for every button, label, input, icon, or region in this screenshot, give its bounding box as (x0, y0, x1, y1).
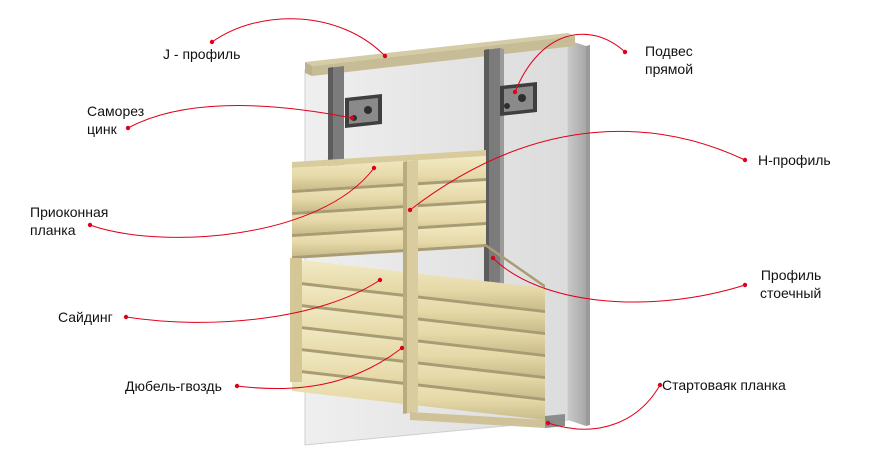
leader-siding (125, 279, 381, 323)
leader-dowel (236, 347, 403, 390)
leader-starter (547, 384, 661, 430)
label-window-strip-line2: планка (30, 222, 76, 238)
label-hanger: Подвес прямой (645, 42, 693, 78)
siding-upper (292, 156, 486, 259)
leader-h-profile (409, 131, 746, 211)
leader-screw (127, 105, 353, 129)
label-starter-strip: Стартоваяк планка (662, 377, 786, 393)
label-window-strip-line1: Приоконная (30, 204, 109, 220)
label-screw-line1: Саморез (87, 103, 145, 119)
leader-window-strip (89, 167, 375, 238)
leader-hanger (514, 33, 626, 93)
leader-dots (87, 39, 748, 426)
label-screw-line2: цинк (87, 121, 117, 137)
hanger-brackets (345, 82, 537, 128)
label-stud-profile: Профиль стоечный (760, 266, 821, 302)
label-stud-profile-line2: стоечный (760, 285, 822, 301)
label-j-profile: J - профиль (163, 46, 241, 62)
label-hanger-line1: Подвес (645, 43, 693, 59)
vertical-trims (290, 160, 418, 414)
window-strip (292, 150, 486, 168)
label-dowel-nail: Дюбель-гвоздь (125, 378, 222, 394)
leader-j-profile (211, 18, 386, 57)
j-profile-strip (305, 33, 575, 76)
label-stud-profile-line1: Профиль (760, 267, 822, 283)
label-screw: Саморез цинк (87, 102, 144, 138)
starter-strip (410, 412, 565, 428)
label-siding: Сайдинг (58, 309, 113, 325)
leader-stud-profile (492, 257, 746, 303)
siding-lower (292, 244, 545, 420)
label-hanger-line2: прямой (645, 61, 694, 77)
leader-lines (89, 18, 746, 430)
label-window-strip: Приоконная планка (30, 203, 108, 239)
label-h-profile: H-профиль (758, 152, 831, 168)
stud-profiles (328, 48, 504, 292)
